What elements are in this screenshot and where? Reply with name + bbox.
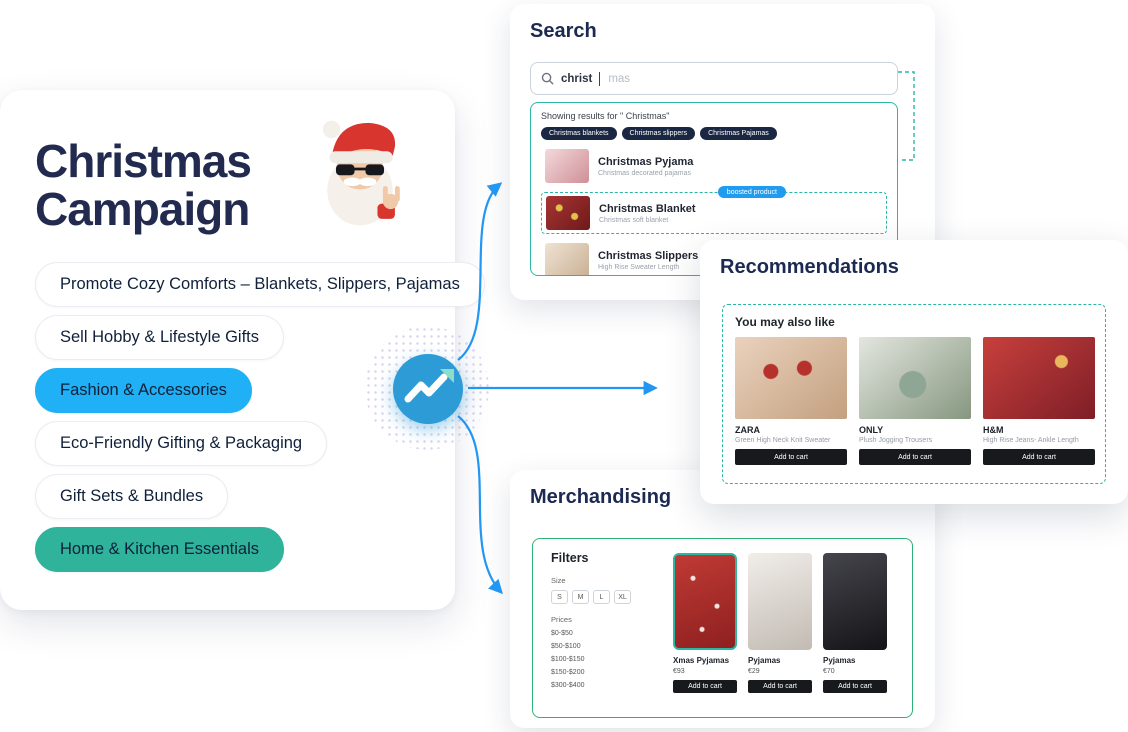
result-thumbnail-pyjama (545, 149, 589, 183)
result-description: High Rise Sweater Length (598, 263, 680, 271)
campaign-option-gift-sets[interactable]: Gift Sets & Bundles (35, 474, 229, 519)
price-filter-option[interactable]: $150-$200 (551, 669, 585, 676)
search-result-row[interactable]: Christmas Slippers High Rise Sweater Len… (541, 240, 887, 275)
product-image-slippers (735, 337, 847, 419)
product-price: €70 (823, 668, 835, 675)
campaign-title-line2: Campaign (35, 182, 250, 235)
campaign-option-home-kitchen[interactable]: Home & Kitchen Essentials (35, 527, 285, 572)
result-name: Christmas Blanket (599, 202, 696, 215)
product-card-pyjamas-black[interactable]: Pyjamas €70 Add to cart (823, 553, 887, 705)
product-card-xmas-pyjamas[interactable]: Xmas Pyjamas €93 Add to cart (673, 553, 737, 705)
result-description: Christmas decorated pajamas (598, 169, 691, 177)
you-may-also-like-label: You may also like (735, 315, 835, 329)
product-description: High Rise Jeans- Ankle Length (983, 437, 1079, 444)
product-price: €93 (673, 668, 685, 675)
search-chip-slippers[interactable]: Christmas slippers (621, 127, 696, 140)
campaign-option-cozy-comforts[interactable]: Promote Cozy Comforts – Blankets, Slippe… (35, 262, 485, 307)
result-name: Christmas Pyjama (598, 155, 694, 168)
campaign-pill-list: Promote Cozy Comforts – Blankets, Slippe… (35, 262, 485, 580)
recommendation-card-hm[interactable]: H&M High Rise Jeans- Ankle Length Add to… (983, 337, 1095, 465)
text-cursor (599, 71, 601, 86)
product-name: Xmas Pyjamas (673, 656, 730, 665)
merchandising-box: Filters Size S M L XL Prices $0-$50 $50-… (532, 538, 913, 718)
search-suggestion-text: mas (608, 72, 631, 85)
size-filter-m[interactable]: M (572, 590, 589, 604)
recommendations-panel: Recommendations You may also like ZARA G… (700, 240, 1128, 504)
price-filter-option[interactable]: $50-$100 (551, 643, 581, 650)
merchandising-panel-title: Merchandising (530, 486, 672, 508)
search-result-row[interactable]: Christmas Pyjama Christmas decorated paj… (541, 146, 887, 186)
price-filter-option[interactable]: $0-$50 (551, 630, 573, 637)
campaign-option-fashion-accessories[interactable]: Fashion & Accessories (35, 368, 252, 413)
size-filter-row: S M L XL (551, 590, 673, 604)
price-filter-label: Prices (551, 615, 572, 624)
recommendations-panel-title: Recommendations (720, 256, 899, 278)
add-to-cart-button[interactable]: Add to cart (673, 680, 737, 693)
product-brand: ZARA (735, 425, 760, 435)
size-filter-s[interactable]: S (551, 590, 568, 604)
product-name: Pyjamas (748, 656, 781, 665)
campaign-card: Christmas Campaign Promote C (0, 90, 485, 610)
search-typed-text: christ (561, 72, 593, 85)
recommendation-card-only[interactable]: ONLY Plush Jogging Trousers Add to cart (859, 337, 971, 465)
search-panel-title: Search (530, 20, 597, 42)
product-name: Pyjamas (823, 656, 856, 665)
add-to-cart-button[interactable]: Add to cart (823, 680, 887, 693)
size-filter-l[interactable]: L (593, 590, 610, 604)
search-icon (541, 72, 554, 85)
product-brand: H&M (983, 425, 1004, 435)
price-filter-option[interactable]: $100-$150 (551, 656, 585, 663)
search-result-row-boosted[interactable]: boosted product Christmas Blanket Christ… (541, 186, 887, 234)
search-chip-row: Christmas blankets Christmas slippers Ch… (541, 127, 887, 140)
product-description: Plush Jogging Trousers (859, 437, 933, 444)
product-description: Green High Neck Knit Sweater (735, 437, 831, 444)
recommendation-card-zara[interactable]: ZARA Green High Neck Knit Sweater Add to… (735, 337, 847, 465)
size-filter-label: Size (551, 576, 566, 585)
add-to-cart-button[interactable]: Add to cart (983, 449, 1095, 465)
result-thumbnail-slippers (545, 243, 589, 275)
campaign-option-eco-gifting[interactable]: Eco-Friendly Gifting & Packaging (35, 421, 328, 466)
result-thumbnail-blanket (546, 196, 590, 230)
product-image-giftbox (859, 337, 971, 419)
product-image (748, 553, 812, 650)
boosted-product-badge: boosted product (717, 186, 786, 198)
product-image (823, 553, 887, 650)
filters-title: Filters (551, 551, 589, 565)
search-results-label: Showing results for " Christmas" (541, 111, 670, 121)
recommendation-card-row: ZARA Green High Neck Knit Sweater Add to… (735, 337, 1095, 465)
product-price: €29 (748, 668, 760, 675)
recommendations-box: You may also like ZARA Green High Neck K… (722, 304, 1106, 484)
result-description: Christmas soft blanket (599, 216, 669, 224)
product-card-pyjamas-white[interactable]: Pyjamas €29 Add to cart (748, 553, 812, 705)
size-filter-xl[interactable]: XL (614, 590, 631, 604)
search-chip-pajamas[interactable]: Christmas Pajamas (700, 127, 777, 140)
merchandising-product-row: Xmas Pyjamas €93 Add to cart Pyjamas €29… (673, 553, 887, 705)
search-results-box: Showing results for " Christmas" Christm… (530, 102, 898, 276)
price-filter-option[interactable]: $300-$400 (551, 682, 585, 689)
campaign-option-hobby-lifestyle[interactable]: Sell Hobby & Lifestyle Gifts (35, 315, 284, 360)
add-to-cart-button[interactable]: Add to cart (859, 449, 971, 465)
add-to-cart-button[interactable]: Add to cart (735, 449, 847, 465)
add-to-cart-button[interactable]: Add to cart (748, 680, 812, 693)
merchandising-panel: Merchandising Filters Size S M L XL Pric… (510, 470, 935, 728)
brand-logo (393, 354, 463, 424)
santa-illustration (305, 112, 415, 232)
campaign-title-line1: Christmas (35, 135, 252, 187)
search-input[interactable]: christ mas (530, 62, 898, 95)
search-chip-blankets[interactable]: Christmas blankets (541, 127, 617, 140)
product-image-red-gift (983, 337, 1095, 419)
filters-column: Filters Size S M L XL Prices $0-$50 $50-… (551, 551, 673, 705)
campaign-title: Christmas Campaign (35, 135, 252, 235)
product-brand: ONLY (859, 425, 884, 435)
result-name: Christmas Slippers (598, 249, 699, 262)
product-image-selected (673, 553, 737, 650)
